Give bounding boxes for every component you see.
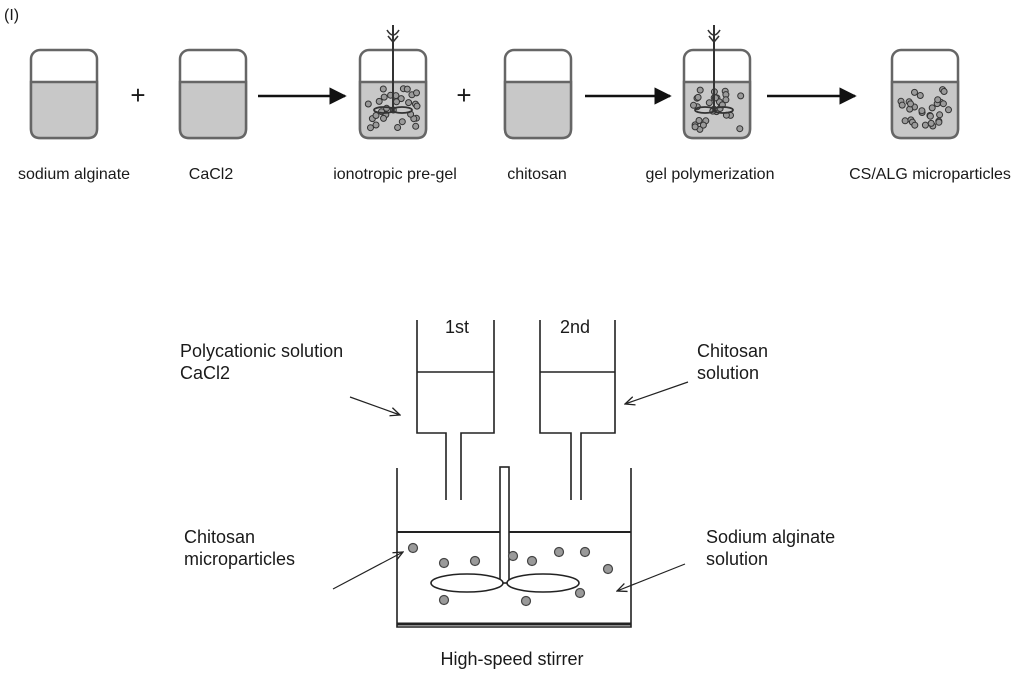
particle — [945, 106, 952, 114]
particle — [413, 89, 420, 97]
plus-sign-2: + — [456, 80, 472, 110]
particle — [412, 122, 420, 130]
particle — [372, 112, 380, 119]
particle — [393, 98, 400, 106]
plus-sign-1: + — [130, 80, 146, 110]
beaker-cacl2 — [178, 48, 248, 140]
beaker-gel-polymerization — [682, 25, 752, 140]
particle — [394, 124, 402, 131]
particle — [907, 100, 914, 108]
particle — [722, 96, 730, 104]
label-sodium-alginate-solution: Sodium alginate solution — [706, 527, 836, 569]
reaction-vessel — [396, 468, 632, 628]
caption-high-speed-stirrer: High-speed stirrer — [440, 649, 584, 669]
particle — [898, 101, 906, 109]
particle — [928, 104, 936, 112]
particle — [403, 85, 411, 93]
particle — [916, 92, 924, 99]
particle — [940, 88, 948, 95]
pointer-sodium-alginate — [617, 563, 686, 591]
particle — [413, 102, 421, 110]
pointer-chitosan-microparticles — [332, 552, 403, 590]
panel-label: (I) — [4, 7, 20, 24]
particle — [398, 118, 406, 126]
step-label-gel-polymerization: gel polymerization — [645, 166, 775, 183]
particle — [921, 121, 929, 129]
step-label-cacl2: CaCl2 — [188, 166, 234, 183]
particle — [705, 99, 713, 107]
particle — [936, 111, 944, 119]
particle — [696, 86, 704, 94]
beaker-cs-alg-microparticles — [890, 48, 960, 140]
particle — [694, 93, 702, 101]
particle — [691, 123, 699, 131]
particle — [367, 124, 374, 132]
particle — [926, 112, 934, 120]
label-chitosan-solution: Chitosan solution — [697, 341, 769, 383]
particle — [405, 99, 413, 107]
pointer-polycationic — [349, 396, 400, 415]
particle — [927, 119, 935, 127]
particle — [699, 121, 707, 129]
particle — [939, 100, 947, 108]
syringe-1st-label: 1st — [444, 317, 470, 337]
syringe-2nd-label: 2nd — [559, 317, 591, 337]
particle — [375, 97, 383, 105]
beaker-chitosan — [503, 48, 573, 140]
beaker-ionotropic-pre-gel — [358, 25, 428, 140]
particle — [380, 114, 387, 122]
stirrer — [430, 466, 580, 593]
step-label-chitosan: chitosan — [507, 166, 567, 183]
particle — [364, 100, 372, 108]
step-label-cs-alg-microparticles: CS/ALG microparticles — [849, 166, 1011, 183]
particle — [736, 125, 744, 133]
pointer-chitosan-solution — [625, 381, 689, 404]
particle — [911, 88, 918, 96]
syringe-1st — [416, 320, 495, 500]
particle — [737, 92, 745, 100]
label-polycationic-solution: Polycationic solution CaCl2 — [180, 341, 344, 383]
particle — [911, 121, 919, 129]
step-label-ionotropic-pre-gel: ionotropic pre-gel — [333, 166, 457, 183]
particle — [935, 118, 943, 126]
particle — [372, 121, 380, 129]
syringe-2nd — [539, 320, 616, 500]
step-label-sodium-alginate: sodium alginate — [17, 166, 131, 183]
particle — [918, 107, 926, 115]
particle — [934, 96, 942, 104]
label-chitosan-microparticles: Chitosan microparticles — [184, 527, 296, 569]
particle — [901, 117, 909, 125]
particle — [690, 101, 697, 109]
particle — [397, 95, 405, 103]
vessel-microparticles — [407, 542, 614, 607]
particle — [379, 85, 387, 93]
particle — [695, 117, 703, 124]
particle — [380, 93, 388, 101]
beaker-sodium-alginate — [29, 48, 99, 140]
